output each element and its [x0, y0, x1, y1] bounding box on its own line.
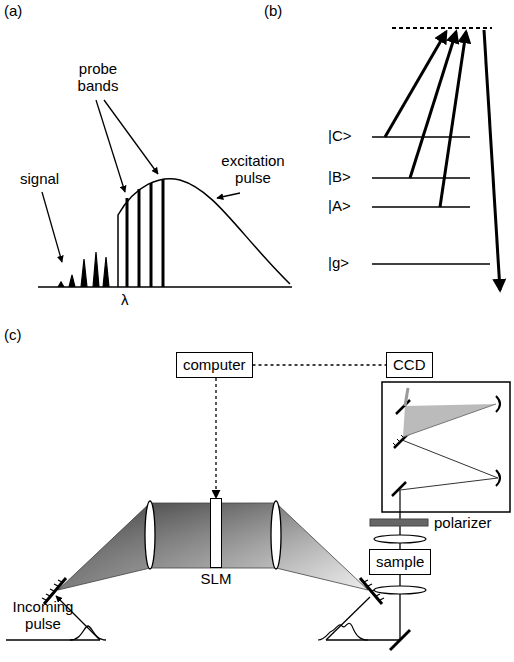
annotation: signal	[20, 170, 59, 187]
panel-label: (c)	[4, 326, 22, 343]
level-label: |g>	[328, 254, 349, 271]
sample-box: sample	[369, 549, 431, 575]
node-text: computer	[183, 356, 246, 374]
node-text: CCD	[393, 356, 426, 374]
spectrum-plot	[38, 100, 292, 287]
axis-label: λ	[121, 291, 129, 308]
spectrometer	[382, 382, 510, 512]
node-text: sample	[376, 553, 424, 571]
level-label: |B>	[328, 168, 351, 185]
level-label: |C>	[328, 127, 352, 144]
annotation: Incoming pulse	[8, 598, 78, 633]
node-text: SLM	[201, 570, 232, 588]
level-label: |A>	[328, 197, 351, 214]
panel-label: (b)	[264, 2, 282, 19]
energy-levels	[372, 28, 500, 290]
component-label: polarizer	[434, 514, 492, 531]
detector-box: CCD	[386, 352, 433, 378]
panel-label: (a)	[4, 2, 22, 19]
dashed-connector	[215, 378, 216, 498]
modulator-bar: SLM	[210, 498, 222, 568]
process-box: computer	[176, 352, 253, 378]
dashed-connector	[253, 364, 386, 365]
annotation: probe bands	[74, 60, 122, 95]
annotation: excitation pulse	[214, 152, 292, 187]
